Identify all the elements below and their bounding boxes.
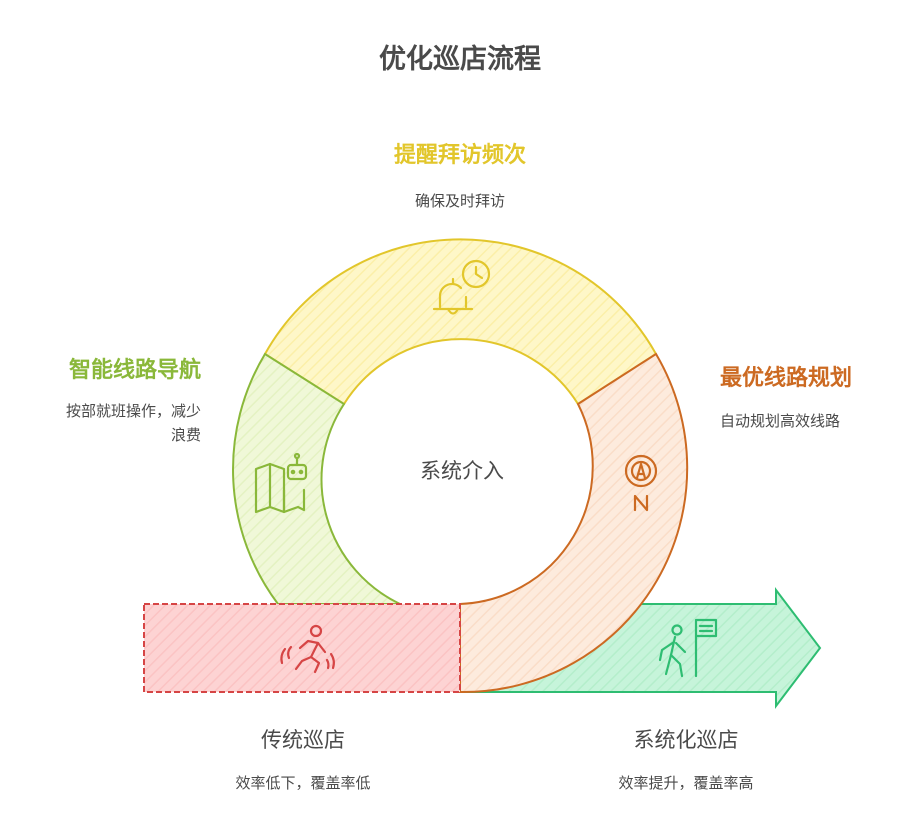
stage-navigation-title: 智能线路导航 (69, 357, 201, 383)
stage-navigation-desc-line1: 按部就班操作，减少 (66, 402, 201, 420)
running-person-icon (280, 624, 335, 674)
ring-segment-reminder (263, 238, 658, 406)
stage-reminder-title: 提醒拜访频次 (394, 142, 526, 168)
stage-navigation-desc-line2: 浪费 (171, 426, 201, 444)
traditional-title: 传统巡店 (261, 728, 345, 752)
compass-icon (624, 454, 658, 512)
walking-person-sign-icon (658, 618, 718, 678)
systematic-title: 系统化巡店 (634, 728, 739, 752)
stage-reminder-desc: 确保及时拜访 (415, 192, 505, 210)
stage-route-title: 最优线路规划 (720, 365, 852, 391)
ring-segment-navigation (232, 352, 401, 605)
traditional-desc: 效率低下，覆盖率低 (235, 774, 370, 792)
ring-segment-route (459, 352, 689, 694)
map-robot-icon (254, 452, 308, 514)
center-label: 系统介入 (420, 459, 504, 483)
systematic-desc: 效率提升，覆盖率高 (618, 774, 753, 792)
traditional-box (143, 603, 461, 693)
stage-route-desc: 自动规划高效线路 (720, 412, 840, 430)
bell-clock-icon (432, 259, 491, 315)
diagram-title: 优化巡店流程 (379, 44, 541, 75)
